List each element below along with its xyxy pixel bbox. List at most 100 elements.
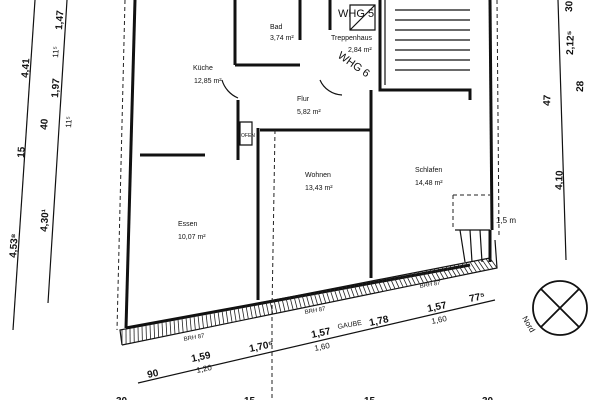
dimension-label: 1,60 xyxy=(431,314,449,326)
bottom-dimension-line: 90 1,59 1,20 1,70⁵ 1,57 1,60 1,78 1,57 1… xyxy=(137,291,496,400)
hatch-stroke xyxy=(421,271,429,283)
dimension-label: 4,53⁸ xyxy=(8,233,21,258)
left-dimension-lines: 4,41 15 4,53⁸ 1,47 11⁵ 1,97 40 11⁵ 4,30¹ xyxy=(8,0,74,331)
stove-label: OFEN xyxy=(241,133,255,139)
hatch-stroke xyxy=(313,292,319,305)
hatch-stroke xyxy=(397,275,404,288)
hatch-stroke xyxy=(253,304,257,318)
hatch-stroke xyxy=(189,316,192,331)
hatch-stroke xyxy=(485,258,494,270)
dimension-label: 1,70⁵ xyxy=(248,339,274,355)
dormer-label: GAUBE xyxy=(337,320,363,331)
room-wohnen: Wohnen 13,43 m² xyxy=(305,172,333,192)
hatch-stroke xyxy=(337,287,343,300)
hatch-stroke xyxy=(361,282,367,295)
hatch-stroke xyxy=(333,288,339,301)
dimension-label: 77⁵ xyxy=(468,291,486,305)
hatch-stroke xyxy=(453,264,461,276)
hatch-stroke xyxy=(477,260,486,271)
hatch-stroke xyxy=(441,267,449,279)
dimension-label: 4,41 xyxy=(20,58,32,79)
room-area: 10,07 m² xyxy=(178,234,206,241)
north-compass: Nord xyxy=(520,280,588,336)
dimension-label: 1,78 xyxy=(368,314,390,329)
hatch-stroke xyxy=(181,318,184,333)
hatch-stroke xyxy=(481,259,490,270)
hatch-stroke xyxy=(405,274,412,286)
hatch-stroke xyxy=(197,315,200,330)
hatch-stroke xyxy=(329,289,335,302)
hatch-stroke xyxy=(345,286,351,299)
hatch-stroke xyxy=(389,277,396,290)
room-name: Flur xyxy=(297,96,310,103)
compass-icon xyxy=(532,280,588,336)
room-schlafen: Schlafen 14,48 m² xyxy=(415,167,443,187)
apartment-label: WHG 5 xyxy=(338,8,374,20)
hatch-stroke xyxy=(377,279,384,292)
hatch-stroke xyxy=(157,322,160,338)
hatch-stroke xyxy=(289,297,294,310)
parapet-label: BRH 87 xyxy=(304,306,326,316)
room-essen: Essen 10,07 m² xyxy=(178,221,206,241)
dimension-label: 2,12⁵ xyxy=(565,30,577,55)
dimension-label: 1,57 xyxy=(310,326,332,341)
right-dimension-line: 30 2,12⁵ 28 47 4,10 xyxy=(542,0,586,261)
hatch-stroke xyxy=(177,319,180,334)
hatch-stroke xyxy=(317,291,323,305)
height-line-label: 1,5 m xyxy=(496,216,516,225)
dimension-label: 1,60 xyxy=(314,341,332,353)
hatch-stroke xyxy=(409,273,416,285)
room-area: 5,82 m² xyxy=(297,109,321,116)
parapet-label: BRH 87 xyxy=(183,333,205,343)
hatch-stroke xyxy=(325,289,331,303)
bottom-row-dimensions: 30 15 15 30 xyxy=(116,396,494,400)
hatch-stroke xyxy=(445,266,453,278)
hatch-stroke xyxy=(437,267,445,280)
hatch-stroke xyxy=(245,305,249,320)
hatch-stroke xyxy=(161,322,164,337)
hatch-stroke xyxy=(173,319,176,335)
hatch-stroke xyxy=(153,323,156,339)
dimension-label: 1,57 xyxy=(426,300,448,315)
hatch-stroke xyxy=(241,306,245,320)
dimension-label: 28 xyxy=(575,80,586,92)
room-area: 14,48 m² xyxy=(415,180,443,187)
interior-walls xyxy=(140,0,490,311)
room-area: 2,84 m² xyxy=(348,47,372,54)
hatch-stroke xyxy=(369,281,376,294)
dimension-label: 30 xyxy=(564,0,575,12)
hatch-stroke xyxy=(321,290,327,304)
hatch-stroke xyxy=(165,321,168,336)
room-area: 3,74 m² xyxy=(270,35,294,42)
hatch-stroke xyxy=(457,264,465,275)
room-name: Küche xyxy=(193,65,213,72)
hatch-stroke xyxy=(385,278,392,290)
hatch-stroke xyxy=(381,278,388,291)
hatch-stroke xyxy=(185,317,188,332)
dimension-label: 1,59 xyxy=(190,350,212,365)
hatch-stroke xyxy=(257,303,261,317)
dimension-label: 1,20 xyxy=(196,363,214,375)
hatch-stroke xyxy=(401,275,408,287)
hatch-stroke xyxy=(217,311,221,325)
hatch-stroke xyxy=(193,315,196,330)
dimension-label: 4,10 xyxy=(554,170,566,190)
room-treppenhaus: WHG 5 Treppenhaus 2,84 m² WHG 6 xyxy=(331,8,374,80)
hatch-stroke xyxy=(249,304,253,319)
hatch-stroke xyxy=(433,268,441,280)
hatch-stroke xyxy=(373,280,380,293)
dimension-label: 4,30¹ xyxy=(39,208,52,232)
hatch-stroke xyxy=(301,294,306,308)
hatch-stroke xyxy=(233,308,237,322)
hatch-stroke xyxy=(149,324,151,340)
hatch-stroke xyxy=(413,272,420,285)
hatch-stroke xyxy=(293,296,298,310)
hatch-stroke xyxy=(429,269,437,281)
dimension-label: 11⁵ xyxy=(64,116,74,128)
hatch-stroke xyxy=(261,302,266,316)
hatch-stroke xyxy=(365,282,372,295)
hatch-stroke xyxy=(225,309,229,324)
apartment-label: WHG 6 xyxy=(335,50,371,81)
hatch-stroke xyxy=(473,260,482,272)
dimension-label: 30 xyxy=(482,396,494,400)
